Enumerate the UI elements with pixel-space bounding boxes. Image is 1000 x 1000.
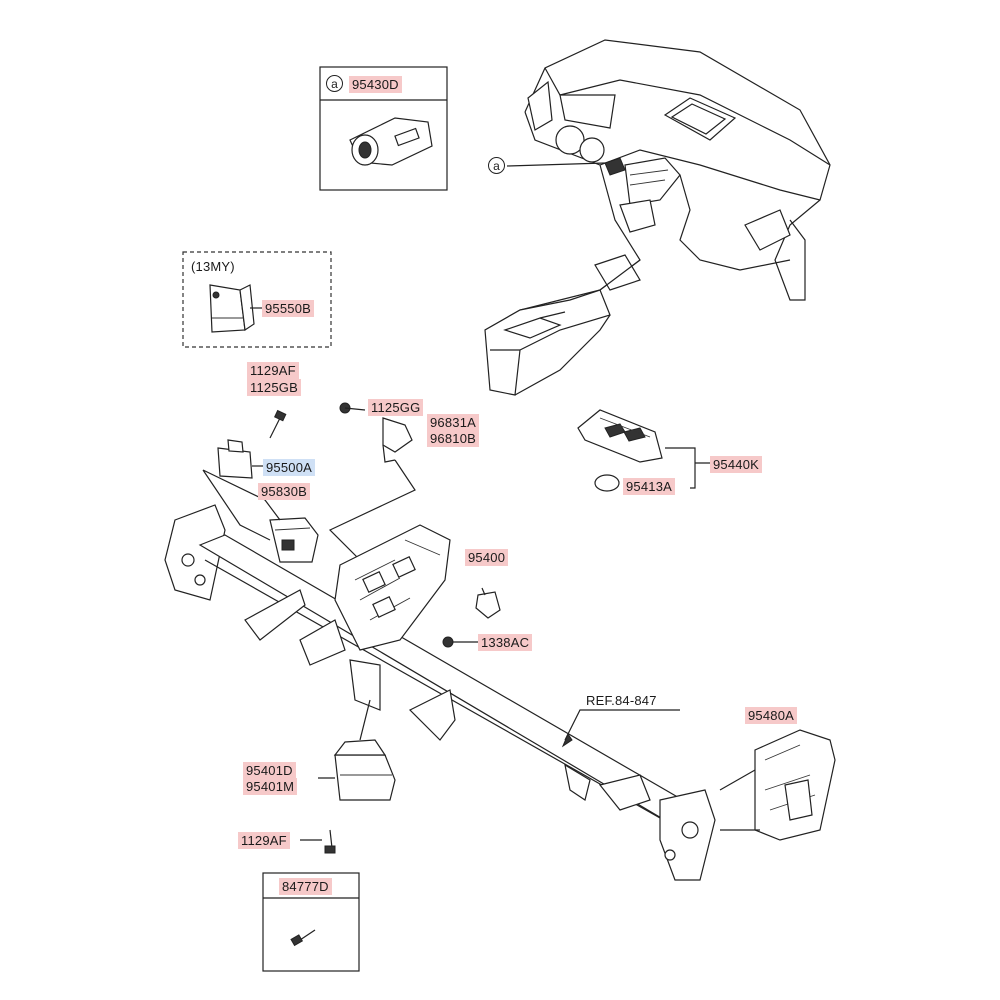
label-95830B[interactable]: 95830B [258, 483, 311, 500]
label-95550B[interactable]: 95550B [262, 300, 315, 317]
label-95413A[interactable]: 95413A [623, 478, 676, 495]
label-95500A[interactable]: 95500A [263, 459, 316, 476]
battery-part [594, 474, 620, 492]
receiver-module-part [269, 517, 319, 563]
label-1129AF-bottom[interactable]: 1129AF [238, 832, 290, 849]
bolt-top-part [269, 409, 287, 439]
label-95430D[interactable]: 95430D [349, 76, 402, 93]
label-95400[interactable]: 95400 [465, 549, 509, 566]
dashboard-ref-marker: a [488, 157, 505, 174]
ecu-part [333, 739, 396, 801]
label-95440K[interactable]: 95440K [710, 456, 763, 473]
reference-label[interactable]: REF.84-847 [586, 693, 657, 708]
relay-part [217, 439, 263, 479]
bracket-right-part [754, 729, 836, 841]
label-1129AF-top[interactable]: 1129AF [247, 362, 299, 379]
label-1125GB[interactable]: 1125GB [247, 379, 301, 396]
label-96810B[interactable]: 96810B [427, 430, 480, 447]
module-13my-part [209, 284, 255, 333]
label-1125GG[interactable]: 1125GG [368, 399, 424, 416]
label-1338AC[interactable]: 1338AC [478, 634, 533, 651]
label-95480A[interactable]: 95480A [745, 707, 798, 724]
screw-part [290, 929, 316, 947]
ignition-box [319, 66, 448, 191]
nut-part [442, 636, 454, 648]
label-95401D[interactable]: 95401D [243, 762, 296, 779]
dashboard-illustration [484, 39, 831, 396]
variant-13my-box [182, 251, 332, 348]
ignition-box-ref-marker: a [326, 75, 343, 92]
bolt-bottom-part [324, 829, 336, 854]
variant-note: (13MY) [191, 259, 235, 274]
label-96831A[interactable]: 96831A [427, 414, 480, 431]
label-84777D[interactable]: 84777D [279, 878, 332, 895]
screw-box [262, 872, 360, 972]
ignition-switch-part [349, 117, 433, 166]
steering-member-assembly [164, 504, 716, 881]
sensor-part [475, 587, 501, 619]
label-95401M[interactable]: 95401M [243, 778, 298, 795]
bracket-gg-part [339, 402, 413, 463]
smart-key-part [577, 409, 663, 463]
